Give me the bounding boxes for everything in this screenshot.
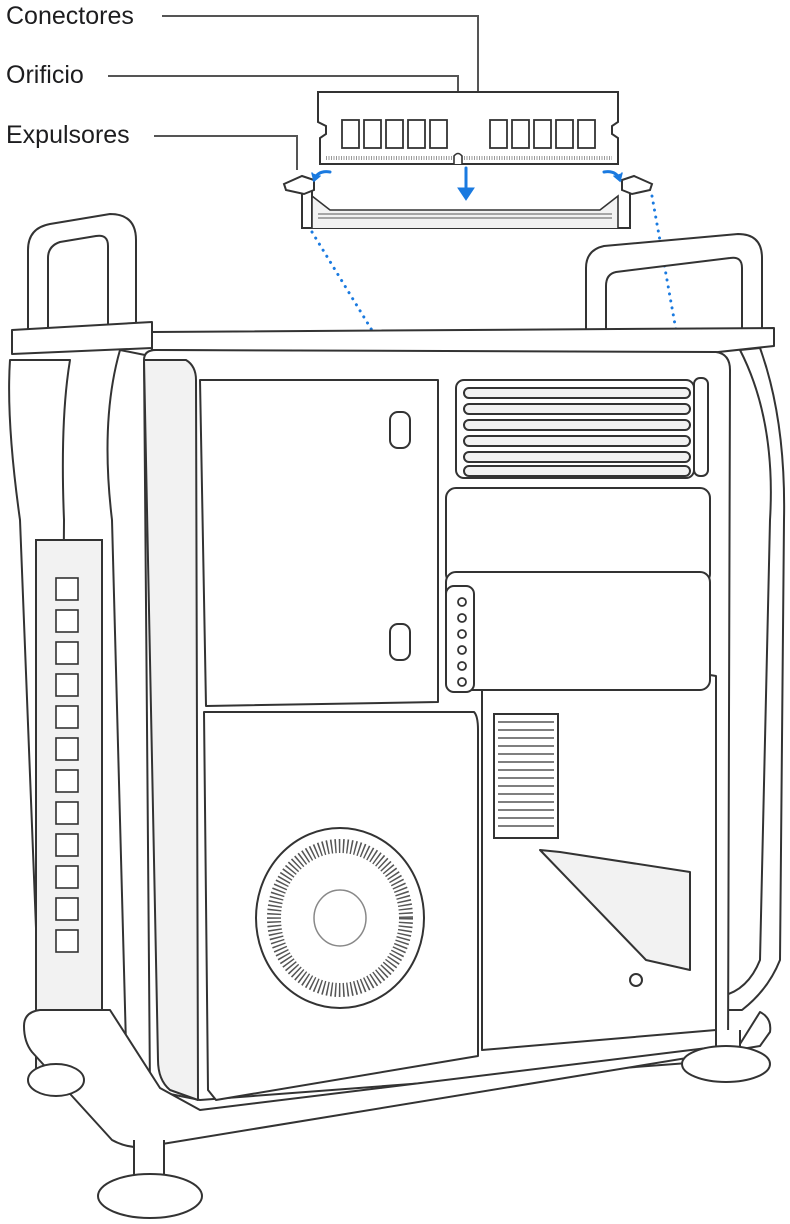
lower-latch (389, 623, 411, 661)
right-leg (721, 347, 786, 1011)
vent-grille (493, 713, 559, 839)
dimm-slot-3 (463, 419, 691, 431)
lower-bracket (539, 849, 691, 971)
covers (445, 487, 711, 693)
notch-label: Orificio (6, 61, 84, 89)
left-ejector (282, 174, 315, 196)
left-handle (27, 213, 137, 335)
right-foot (681, 1045, 771, 1083)
bracket-screw (629, 973, 643, 987)
dimm-slot-5 (463, 451, 691, 463)
pci-brackets (35, 539, 103, 1081)
left-back-foot (27, 1063, 85, 1097)
front-foot (97, 1173, 203, 1219)
upper-cover (445, 487, 711, 585)
top-rail (151, 327, 775, 355)
ejectors-label: Expulsores (6, 121, 130, 149)
upper-latch (389, 411, 411, 449)
fan (255, 827, 425, 1009)
dimm-slot-2 (463, 403, 691, 415)
memory-slot (282, 174, 654, 229)
insert-arrows (311, 166, 623, 201)
dimm-slot-4 (463, 435, 691, 447)
cover-connectors (445, 585, 475, 693)
module-notch (453, 152, 463, 164)
base (23, 1009, 772, 1219)
connectors-label: Conectores (6, 2, 134, 30)
dimm-slot-6 (463, 465, 691, 477)
right-ejector (621, 174, 654, 196)
upper-left-compartment (199, 379, 439, 707)
lower-cover (445, 571, 711, 691)
dimm-slots (455, 377, 709, 479)
memory-module (317, 91, 619, 165)
ejectors-leader-line (154, 135, 298, 170)
memory-chips (341, 119, 596, 149)
front-edge (143, 359, 199, 1101)
dimm-slot-1 (463, 387, 691, 399)
